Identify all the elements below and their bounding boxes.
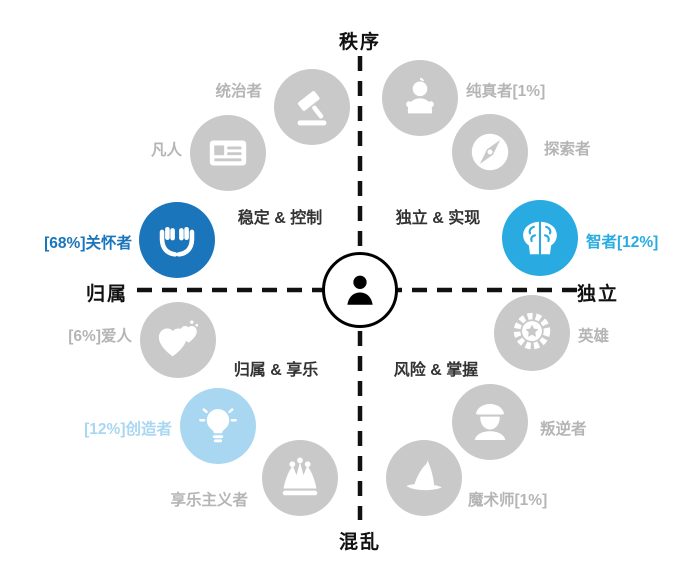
medal-icon [513, 312, 551, 350]
archetype-innocent-label: 纯真者[1%] [466, 83, 546, 100]
baby-icon [406, 78, 434, 114]
quadrant-label-bottom-left: 归属 & 享乐 [233, 362, 319, 379]
archetype-hero-circle [494, 295, 570, 371]
archetype-magician-circle [386, 440, 462, 516]
archetype-ruler-label: 统治者 [215, 83, 262, 100]
gavel-icon [297, 91, 327, 126]
archetype-creator-circle [180, 388, 256, 464]
archetype-innocent-circle [382, 60, 458, 136]
person-icon [347, 275, 373, 305]
center-person-badge [322, 252, 398, 328]
archetype-sage-circle [502, 200, 578, 276]
hands-icon [159, 226, 195, 257]
archetype-caregiver-circle [139, 202, 215, 278]
archetype-ruler-circle [274, 69, 350, 145]
compass-icon [471, 133, 509, 171]
quadrant-label-top-right: 独立 & 实现 [395, 210, 481, 227]
archetype-rebel-circle [452, 384, 528, 460]
hearts-icon [158, 320, 199, 357]
archetype-jester-label: 享乐主义者 [170, 492, 248, 509]
archetype-explorer-circle [452, 114, 528, 190]
archetype-jester-circle [262, 440, 338, 516]
archetype-lover-circle [140, 302, 216, 378]
rebel-icon [474, 403, 506, 441]
id-card-icon [209, 140, 247, 166]
archetype-everyman-circle [190, 115, 266, 191]
brain-icon [523, 221, 557, 255]
archetype-magician-label: 魔术师[1%] [468, 492, 548, 509]
archetype-creator-label: [12%]创造者 [84, 421, 172, 438]
jester-hat-icon [282, 457, 318, 496]
archetype-hero-label: 英雄 [578, 328, 610, 345]
archetype-sage-label: 智者[12%] [586, 234, 659, 251]
axis-label-right: 独立 [576, 284, 619, 305]
bulb-icon [199, 408, 237, 443]
archetype-explorer-label: 探索者 [544, 141, 591, 158]
axis-label-top: 秩序 [338, 32, 381, 53]
axis-label-bottom: 混乱 [338, 532, 381, 553]
archetype-everyman-label: 凡人 [150, 142, 182, 159]
archetype-caregiver-label: [68%]关怀者 [44, 235, 132, 252]
quadrant-label-bottom-right: 风险 & 掌握 [393, 362, 479, 379]
axis-label-left: 归属 [85, 284, 128, 305]
wizard-hat-icon [406, 459, 442, 491]
archetype-rebel-label: 叛逆者 [540, 421, 587, 438]
quadrant-label-top-left: 稳定 & 控制 [237, 210, 323, 227]
archetype-lover-label: [6%]爱人 [68, 328, 132, 345]
